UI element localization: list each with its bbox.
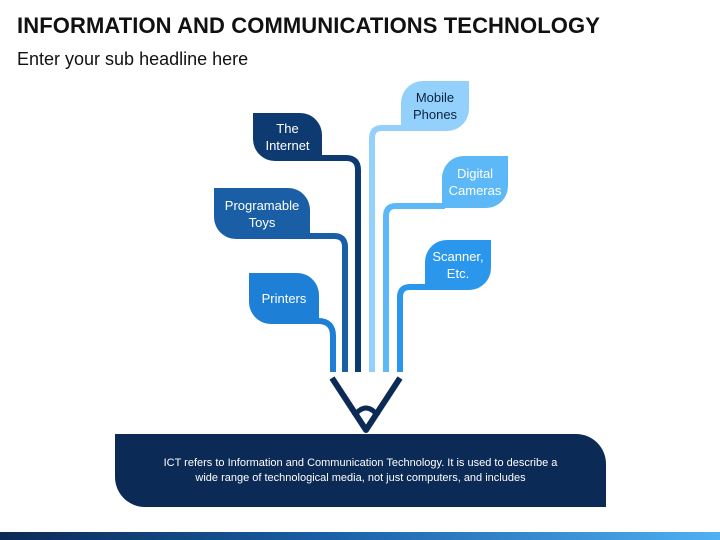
leaf-mobile-phones: Mobile Phones [401,81,469,131]
branch-line-cameras [383,203,445,372]
leaf-programable-toys: Programable Toys [214,188,310,239]
description-text: ICT refers to Information and Communicat… [163,456,558,484]
leaf-label: Programable Toys [224,197,300,230]
leaf-label: Scanner, Etc. [432,249,484,281]
pencil-tip-arc [352,405,380,418]
leaf-the-internet: The Internet [253,113,322,161]
branch-line-toys [300,233,348,372]
description-box: ICT refers to Information and Communicat… [115,434,606,507]
branch-line-internet [320,155,361,372]
leaf-label: Printers [261,291,307,306]
leaf-label: Mobile Phones [412,90,458,122]
leaf-label: Digital Cameras [448,166,502,198]
slide-title: INFORMATION AND COMMUNICATIONS TECHNOLOG… [17,13,600,38]
slide-subtitle: Enter your sub headline here [17,49,249,69]
leaf-scanner-etc: Scanner, Etc. [425,240,491,290]
leaf-printers: Printers [249,273,319,324]
branch-line-mobile [369,125,404,372]
bottom-accent-bar [0,532,720,540]
leaf-digital-cameras: Digital Cameras [442,156,508,208]
pencil-tip [329,376,403,433]
branch-line-scanner [397,284,428,372]
branch-line-printers [317,318,336,372]
leaf-label: The Internet [265,121,310,153]
